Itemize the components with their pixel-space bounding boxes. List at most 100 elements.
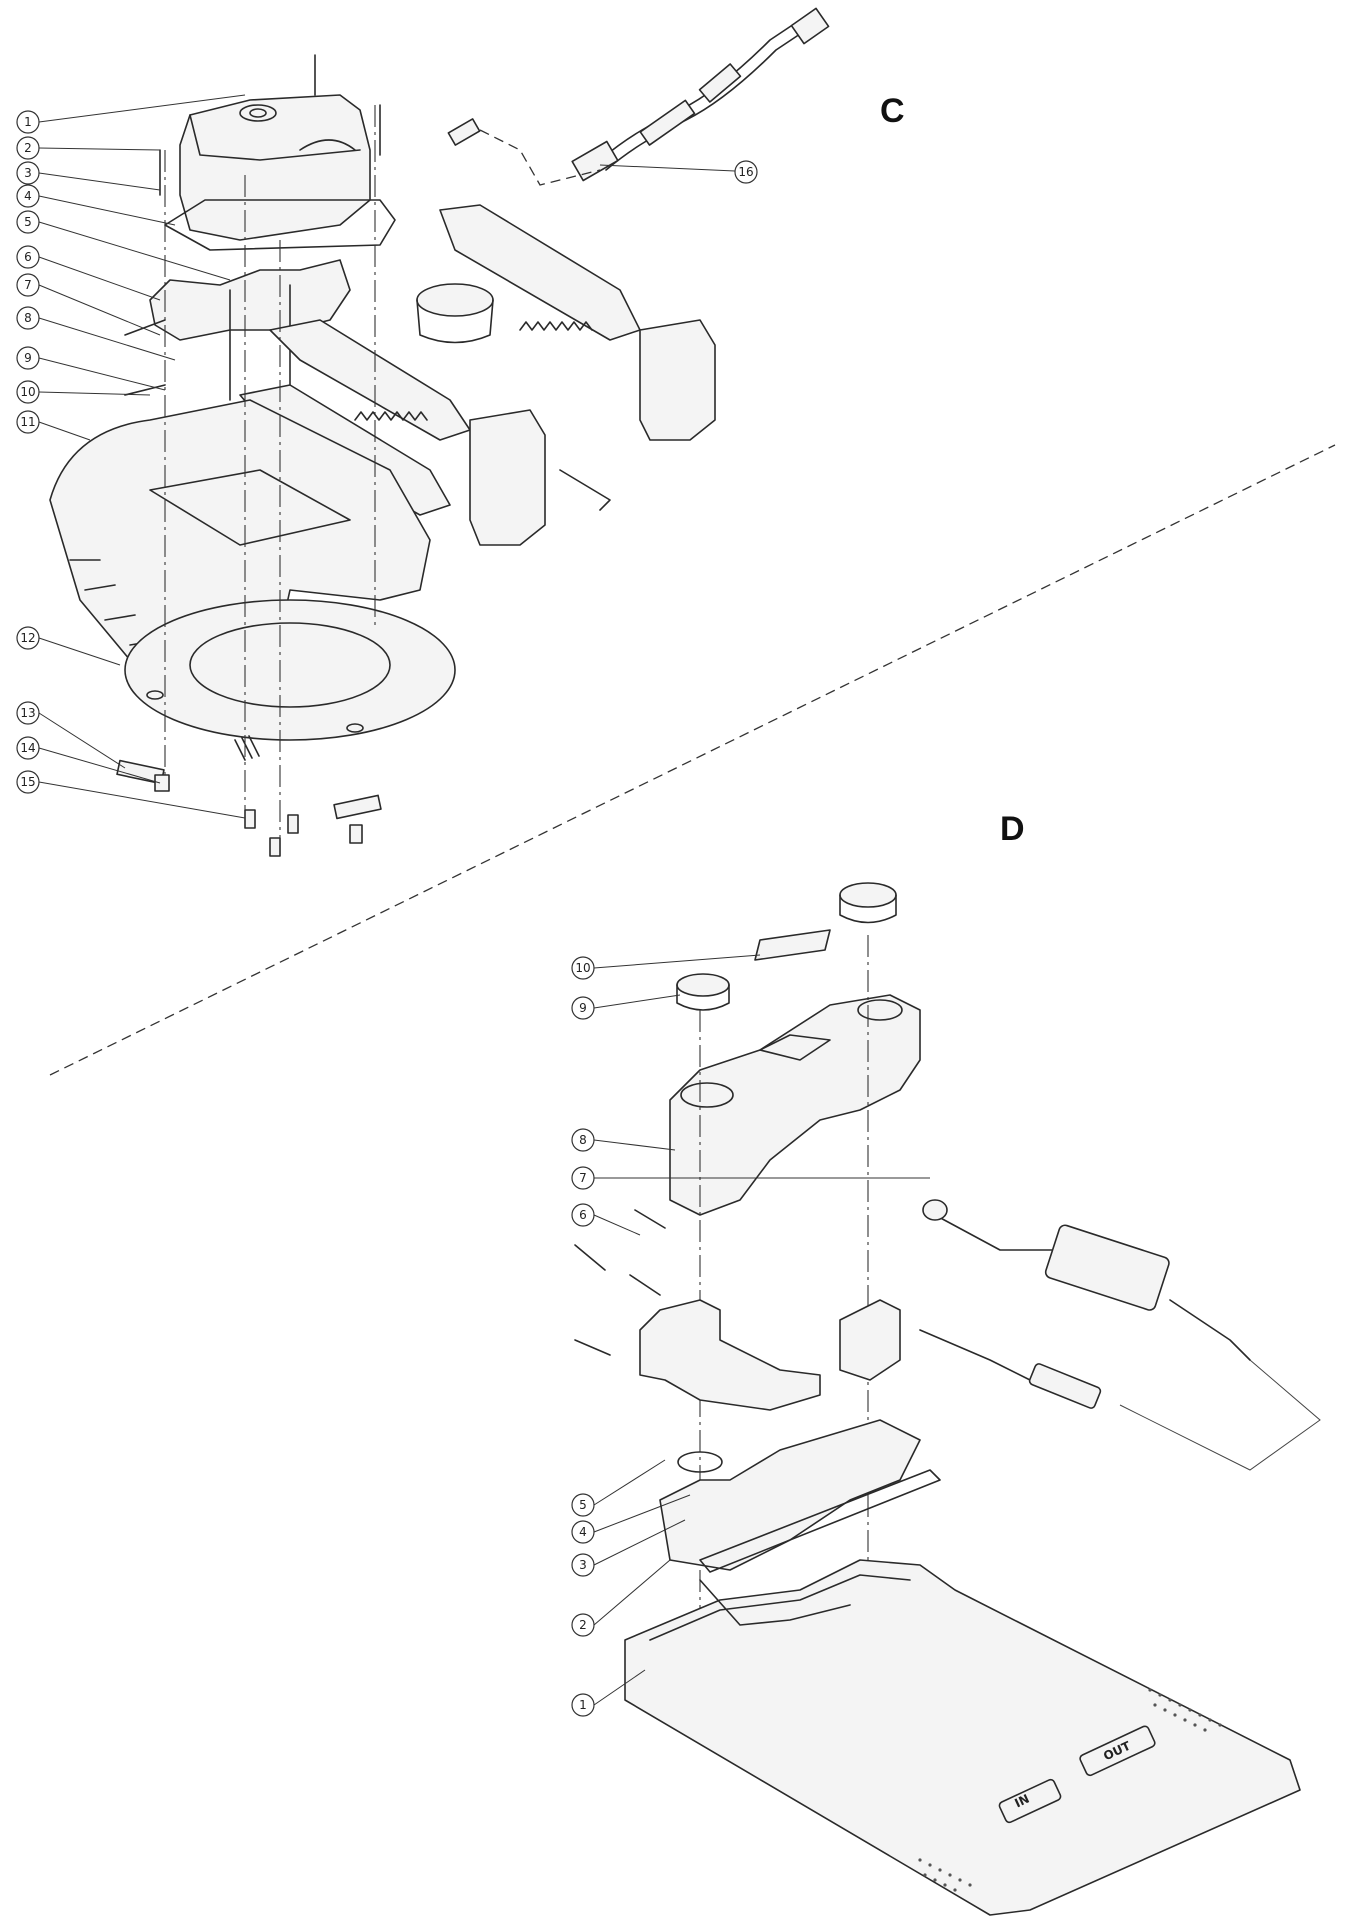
d-leader-6 [593, 1214, 641, 1236]
section-c-letter: C [880, 92, 905, 130]
blade-disc [124, 599, 456, 761]
c-callout-label-1: 1 [24, 115, 32, 129]
d-callout-label-2: 2 [579, 1618, 587, 1632]
d-leader-8 [593, 1139, 676, 1151]
c-callout-label-6: 6 [24, 250, 32, 264]
c-callout-label-14: 14 [20, 741, 35, 755]
section-c-assembly [49, 7, 830, 857]
d-callout-label-8: 8 [579, 1133, 587, 1147]
c-leader-9 [38, 357, 166, 391]
c-callout-circle-14 [16, 736, 40, 760]
c-callout-circle-12 [16, 626, 40, 650]
knob-large [839, 882, 897, 924]
d-callout-circle-2 [571, 1613, 595, 1637]
c-callout-label-7: 7 [24, 278, 32, 292]
d-callout-label-4: 4 [579, 1525, 587, 1539]
in-marker [998, 1778, 1062, 1824]
c-callout-circle-8 [16, 306, 40, 330]
d-callout-label-10: 10 [575, 961, 590, 975]
c-callout-label-15: 15 [20, 775, 35, 789]
c-callout-circle-4 [16, 184, 40, 208]
c-callout-label-9: 9 [24, 351, 32, 365]
c-callout-circle-13 [16, 701, 40, 725]
side-bolt [124, 319, 166, 336]
blades-and-screws [116, 759, 382, 857]
c-leader-1 [38, 94, 246, 123]
section-d-letter: D [1000, 810, 1025, 848]
d-callout-circle-10 [571, 956, 595, 980]
dot-pattern [918, 1688, 1222, 1892]
d-leader-2 [593, 1559, 671, 1626]
c-callout-circle-2 [16, 136, 40, 160]
d-callout-label-7: 7 [579, 1171, 587, 1185]
c-callout-label-10: 10 [20, 385, 35, 399]
d-callout-label-1: 1 [579, 1698, 587, 1712]
c-callout-circle-9 [16, 346, 40, 370]
c-callout-circle-16 [734, 160, 758, 184]
c-leader-2 [38, 147, 161, 151]
d-callout-circle-3 [571, 1553, 595, 1577]
c-callout-label-16: 16 [738, 165, 753, 179]
d-callout-label-6: 6 [579, 1208, 587, 1222]
middle-bracket [574, 1209, 901, 1411]
c-leader-11 [38, 421, 91, 441]
d-callout-circle-5 [571, 1493, 595, 1517]
d-leader-4 [593, 1494, 691, 1533]
c-leader-16 [599, 164, 758, 173]
d-leader-9 [593, 994, 681, 1009]
c-callout-label-3: 3 [24, 166, 32, 180]
c-callout-label-8: 8 [24, 311, 32, 325]
section-divider-line [49, 444, 1336, 1076]
d-callout-circle-7 [571, 1166, 595, 1190]
d-callout-circle-9 [571, 996, 595, 1020]
knob-small [676, 973, 730, 1011]
motor-cover [179, 94, 371, 241]
c-callout-label-13: 13 [20, 706, 35, 720]
c-leader-12 [38, 637, 121, 666]
c-callout-label-4: 4 [24, 189, 32, 203]
d-callout-circle-4 [571, 1520, 595, 1544]
in-label: IN [1012, 1792, 1031, 1811]
c-callout-label-11: 11 [20, 415, 35, 429]
c-leader-7 [38, 284, 161, 336]
top-housing [669, 994, 921, 1216]
c-callout-circle-1 [16, 110, 40, 134]
power-adapter [919, 1199, 1321, 1471]
out-marker [1079, 1725, 1156, 1777]
d-callout-label-5: 5 [579, 1498, 587, 1512]
c-callout-circle-3 [16, 161, 40, 185]
d-callout-circle-8 [571, 1128, 595, 1152]
c-callout-label-5: 5 [24, 215, 32, 229]
label-sticker [754, 929, 831, 961]
d-callout-label-9: 9 [579, 1001, 587, 1015]
c-callout-circle-11 [16, 410, 40, 434]
gasket [164, 199, 396, 251]
side-bolt [124, 384, 166, 396]
c-callout-circle-10 [16, 380, 40, 404]
c-callout-label-12: 12 [20, 631, 35, 645]
d-callout-circle-6 [571, 1203, 595, 1227]
c-leader-3 [38, 172, 161, 191]
c-leader-4 [38, 195, 176, 226]
c-callout-circle-5 [16, 210, 40, 234]
c-callout-circle-6 [16, 245, 40, 269]
c-leader-13 [38, 712, 126, 769]
d-leader-5 [593, 1459, 666, 1506]
d-leader-10 [593, 954, 761, 969]
c-callout-circle-15 [16, 770, 40, 794]
d-leader-1 [593, 1669, 646, 1706]
c-callout-label-2: 2 [24, 141, 32, 155]
cable-harness [447, 7, 830, 186]
c-leader-10 [38, 391, 151, 396]
lower-base [659, 1419, 941, 1573]
c-leader-5 [38, 221, 231, 281]
c-callout-circle-7 [16, 273, 40, 297]
c-leader-15 [38, 781, 246, 819]
section-d-assembly: OUT IN [574, 882, 1321, 1916]
d-leader-3 [593, 1519, 686, 1566]
d-callout-circle-1 [571, 1693, 595, 1717]
c-leader-6 [38, 256, 161, 301]
